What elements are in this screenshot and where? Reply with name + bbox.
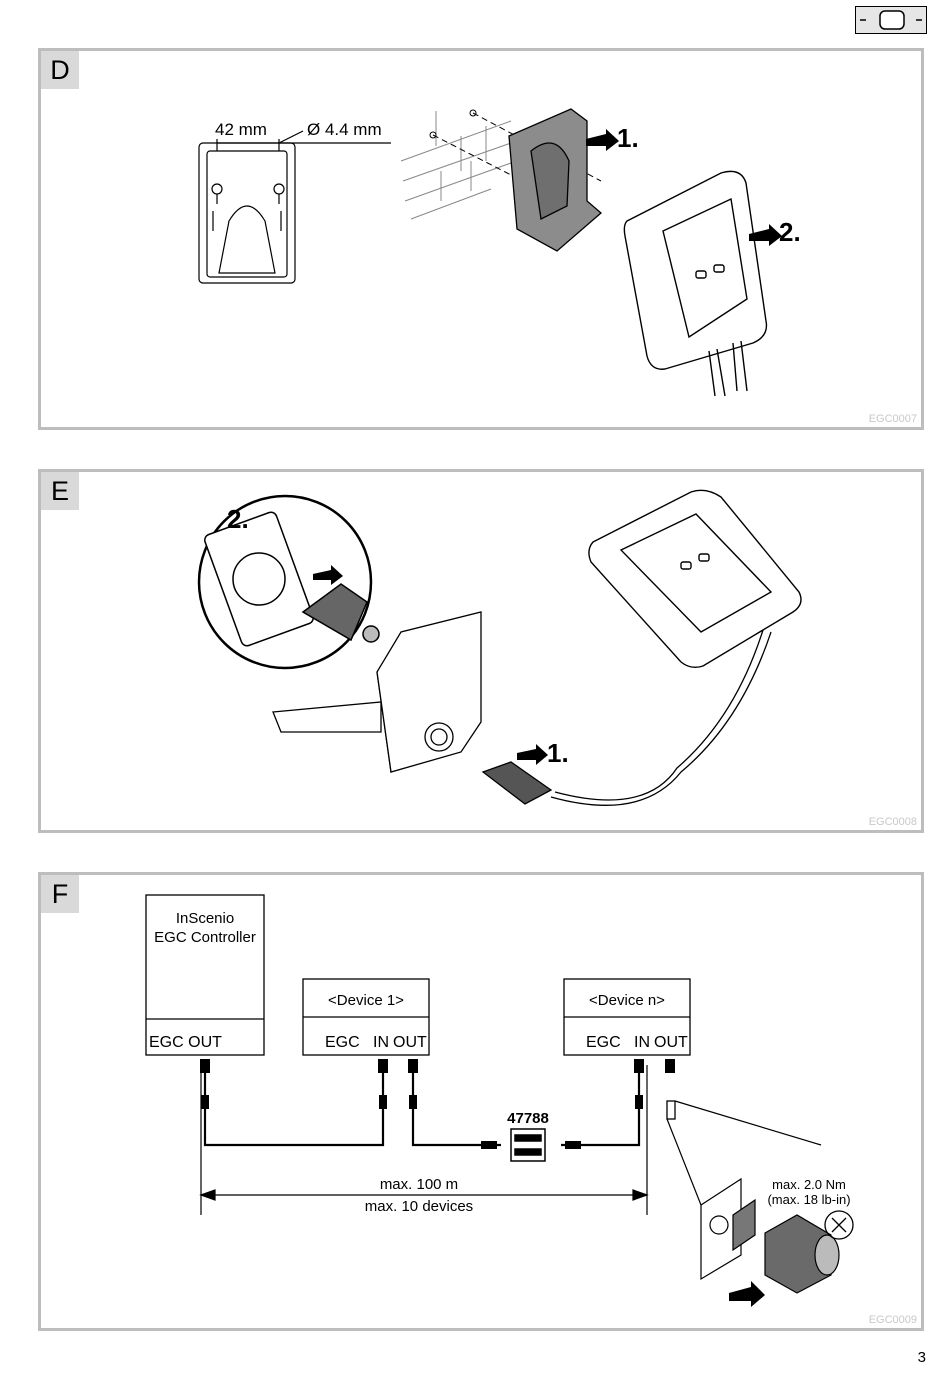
bracket-template (198, 130, 391, 284)
step2-label: 2. (779, 217, 801, 247)
figure-code-f: EGC0009 (868, 1314, 917, 1326)
panel-letter-d: D (41, 51, 79, 89)
device-outline-icon (860, 10, 922, 30)
device1-box (302, 978, 430, 1056)
devicen-title: <Device n> (589, 992, 665, 1009)
devicen-box (563, 978, 691, 1056)
step1-label-e: 1. (547, 738, 569, 768)
controller-name-line1: InScenio (176, 910, 234, 927)
coupler (510, 1128, 546, 1162)
torque-lbin: (max. 18 lb-in) (767, 1192, 850, 1207)
panel-f: F InScenio EGC Controller EGC OUT <Devic… (38, 872, 924, 1331)
arrow-step1 (586, 129, 619, 151)
panel-letter-f: F (41, 875, 79, 913)
wall-screw-right (469, 109, 477, 117)
panel-letter-e: E (41, 472, 79, 510)
connectors (200, 1059, 675, 1149)
controller-device (623, 170, 768, 397)
controller-device-e (588, 489, 802, 669)
page-number: 3 (917, 1349, 926, 1366)
cable-plug (481, 761, 553, 805)
device1-port-egc: EGC (325, 1034, 360, 1051)
step1-label: 1. (617, 123, 639, 153)
wiring-diagram: InScenio EGC Controller EGC OUT <Device … (145, 894, 854, 1307)
arrow-terminator (729, 1281, 765, 1307)
wall-bricks (400, 111, 512, 220)
socket-detail (197, 494, 380, 670)
devicen-port-egc: EGC (586, 1034, 621, 1051)
devicen-port-out: OUT (654, 1034, 688, 1051)
controller-port-label: EGC OUT (149, 1034, 222, 1051)
controller-box (145, 894, 265, 1056)
device-badge (855, 6, 927, 34)
limit-distance: max. 100 m (380, 1176, 458, 1193)
limit-devices: max. 10 devices (365, 1198, 473, 1215)
power-connection-illustration: 2. 1. (197, 489, 802, 806)
power-supply-box (272, 611, 482, 774)
dimension-hole: Ø 4.4 mm (307, 120, 382, 139)
device1-port-out: OUT (393, 1034, 427, 1051)
arrow-socket (313, 565, 343, 585)
device1-title: <Device 1> (328, 992, 404, 1009)
figure-code-e: EGC0008 (868, 816, 917, 828)
mounting-illustration: 42 mm Ø 4.4 mm 1. 2. (198, 108, 801, 397)
arrow-step2 (749, 224, 782, 246)
limit-line (199, 1065, 649, 1215)
cables (203, 1061, 641, 1147)
device1-port-in: IN (373, 1034, 389, 1051)
figure-code-d: EGC0007 (868, 413, 917, 425)
step2-label-e: 2. (227, 504, 249, 534)
torque-nm: max. 2.0 Nm (772, 1177, 846, 1192)
devicen-port-in: IN (634, 1034, 650, 1051)
dimension-width: 42 mm (215, 120, 267, 139)
terminator (666, 1100, 676, 1120)
wall-bracket (508, 108, 602, 252)
panel-d: D 42 mm Ø 4.4 mm (38, 48, 924, 430)
no-power-tool-icon (824, 1210, 854, 1240)
wall-screw-left (429, 131, 437, 139)
coupler-number: 47788 (507, 1110, 549, 1127)
controller-name-line2: EGC Controller (154, 929, 256, 946)
panel-e: E 2. 1. (38, 469, 924, 833)
arrow-plug (517, 744, 548, 765)
terminator-detail (666, 1100, 840, 1294)
